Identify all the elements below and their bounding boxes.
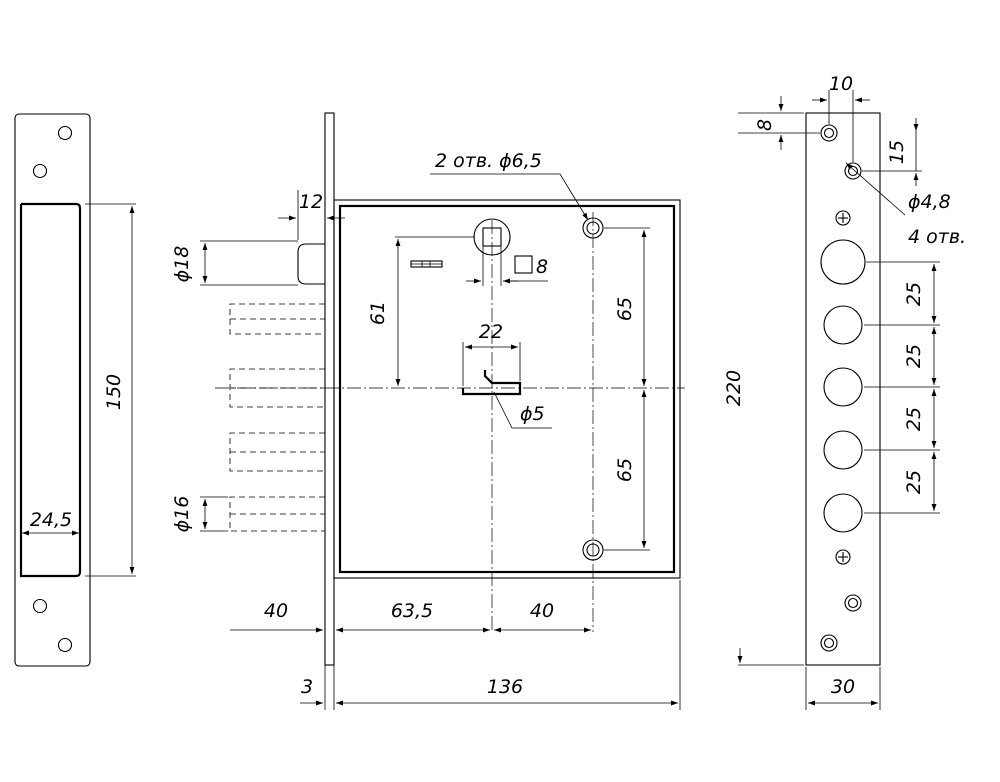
faceplate [324, 112, 335, 666]
dim-61: 61 [367, 301, 389, 325]
dim-fp-30: 30 [831, 676, 855, 698]
dim-40-backset: 40 [264, 600, 288, 622]
dim-square-8: 8 [536, 256, 548, 278]
dim-phi18: ϕ18 [171, 246, 193, 283]
dim-12: 12 [299, 191, 323, 213]
fp-bolt-4 [823, 493, 863, 533]
lock-body: ϕ18 12 ϕ16 8 [171, 112, 745, 710]
strike-hole-top-right [57, 125, 73, 141]
latch-bolt [297, 243, 325, 285]
fp-screw-hole-4 [820, 634, 838, 652]
dim-24-5: 24,5 [30, 509, 72, 531]
holes-leader [430, 173, 589, 221]
dim-fp-10: 10 [829, 73, 853, 95]
dim-150: 150 [103, 374, 125, 410]
dim-phi16: ϕ16 [171, 496, 193, 533]
fp-hole-leader [845, 162, 906, 216]
dim-fp-8: 8 [754, 119, 776, 131]
fp-latch-opening [820, 239, 866, 285]
dim-pitch-4: 25 [903, 470, 925, 494]
dim-65-lower: 65 [614, 458, 636, 482]
label-holes: 2 отв. ϕ6,5 [435, 150, 542, 172]
dim-fp-4-holes: 4 отв. [908, 226, 966, 248]
body-inner [338, 204, 676, 574]
spindle-square [482, 227, 502, 247]
dim-pitch-3: 25 [903, 407, 925, 431]
fp-bolt-1 [823, 305, 863, 345]
faceplate-front: 8 10 15 ϕ4,8 4 отв. 25 25 25 25 [737, 73, 966, 710]
strike-outline [14, 113, 91, 667]
square-symbol [514, 255, 533, 274]
fp-screw-hole-1 [820, 124, 838, 142]
keyhole [461, 370, 522, 396]
mount-hole-bottom [582, 539, 604, 561]
dim-fp-15: 15 [886, 140, 908, 164]
fp-screw-top [835, 210, 851, 226]
deadbolts-hidden [229, 303, 325, 532]
dim-63-5: 63,5 [391, 600, 433, 622]
fp-bolt-3 [823, 430, 863, 470]
dim-136: 136 [487, 676, 523, 698]
fp-screw-hole-2 [844, 162, 862, 180]
fp-screw-bottom [835, 549, 851, 565]
mount-hole-top [582, 217, 604, 239]
dim-phi5: ϕ5 [520, 403, 545, 425]
dim-pitch-2: 25 [903, 344, 925, 368]
dim-40: 40 [530, 600, 554, 622]
strike-hole-top-left [32, 163, 48, 179]
fp-bolt-2 [823, 367, 863, 407]
dim-22: 22 [479, 321, 503, 343]
strike-hole-bottom-right [57, 637, 73, 653]
strike-plate: 150 24,5 [14, 113, 136, 667]
faceplate-outline [805, 112, 881, 666]
dim-3: 3 [301, 676, 313, 698]
strike-hole-bottom-left [32, 598, 48, 614]
dim-220: 220 [723, 370, 745, 406]
dim-pitch-1: 25 [903, 282, 925, 306]
body-outer [333, 199, 681, 579]
dim-65-upper: 65 [614, 297, 636, 321]
phi5-leader [493, 391, 552, 429]
dim-fp-phi4-8: ϕ4,8 [908, 191, 951, 213]
fp-screw-hole-3 [844, 594, 862, 612]
strike-slot [19, 202, 82, 578]
